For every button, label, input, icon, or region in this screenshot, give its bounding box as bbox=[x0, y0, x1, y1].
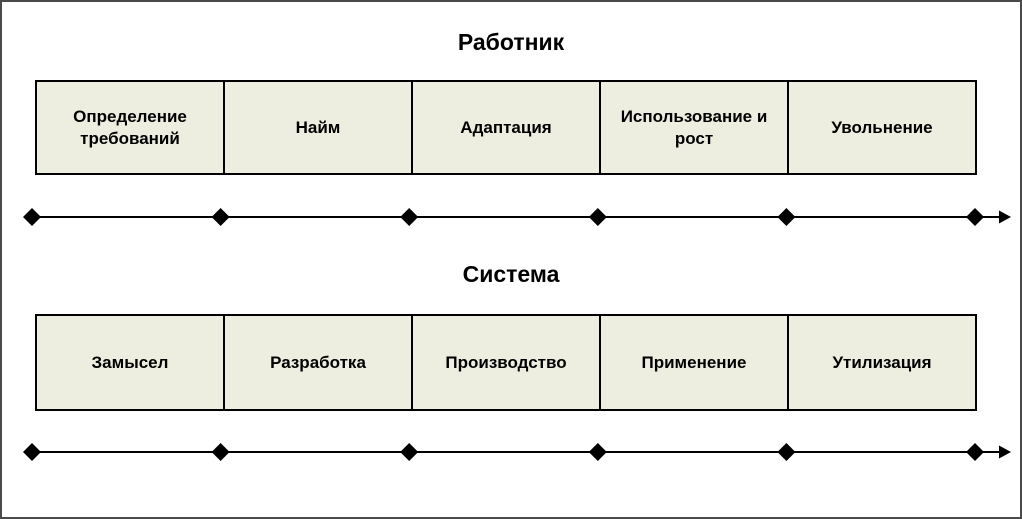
stage-box: Разработка bbox=[225, 316, 413, 409]
stage-label: Использование и рост bbox=[620, 106, 768, 148]
timeline-worker bbox=[23, 208, 1011, 226]
stage-label: Адаптация bbox=[460, 117, 552, 137]
section-title-system: Система bbox=[462, 261, 560, 287]
timeline-diamond-icon bbox=[211, 443, 230, 461]
stage-label: Разработка bbox=[270, 352, 366, 372]
stage-box: Использование и рост bbox=[601, 82, 789, 173]
stage-box: Адаптация bbox=[413, 82, 601, 173]
timeline-arrow-icon bbox=[999, 210, 1011, 224]
timeline-diamond-icon bbox=[23, 443, 41, 461]
timeline-diamond-icon bbox=[400, 208, 419, 226]
stage-row-worker: Определение требований Найм Адаптация Ис… bbox=[35, 80, 977, 175]
stage-box: Найм bbox=[225, 82, 413, 173]
timeline-diamond-icon bbox=[966, 208, 984, 226]
section-title-worker: Работник bbox=[457, 29, 565, 55]
timeline-diamond-icon bbox=[588, 208, 607, 226]
stage-label: Найм bbox=[295, 117, 341, 137]
stage-label: Определение требований bbox=[73, 106, 187, 148]
stage-box: Определение требований bbox=[37, 82, 225, 173]
stage-box: Замысел bbox=[37, 316, 225, 409]
stage-label: Производство bbox=[445, 352, 567, 372]
stage-label: Увольнение bbox=[831, 117, 933, 137]
timeline-diamond-icon bbox=[211, 208, 230, 226]
timeline-diamond-icon bbox=[966, 443, 984, 461]
stage-row-system: Замысел Разработка Производство Применен… bbox=[35, 314, 977, 411]
stage-label: Утилизация bbox=[832, 352, 932, 372]
timeline-diamond-icon bbox=[777, 443, 796, 461]
timeline-diamond-icon bbox=[588, 443, 607, 461]
timeline-diamond-icon bbox=[400, 443, 419, 461]
stage-box: Утилизация bbox=[789, 316, 975, 409]
stage-box: Увольнение bbox=[789, 82, 975, 173]
stage-box: Производство bbox=[413, 316, 601, 409]
stage-label: Применение bbox=[641, 352, 747, 372]
stage-label: Замысел bbox=[91, 352, 169, 372]
timeline-system bbox=[23, 443, 1011, 461]
timeline-diamond-icon bbox=[23, 208, 41, 226]
stage-box: Применение bbox=[601, 316, 789, 409]
timeline-arrow-icon bbox=[999, 445, 1011, 459]
timeline-diamond-icon bbox=[777, 208, 796, 226]
